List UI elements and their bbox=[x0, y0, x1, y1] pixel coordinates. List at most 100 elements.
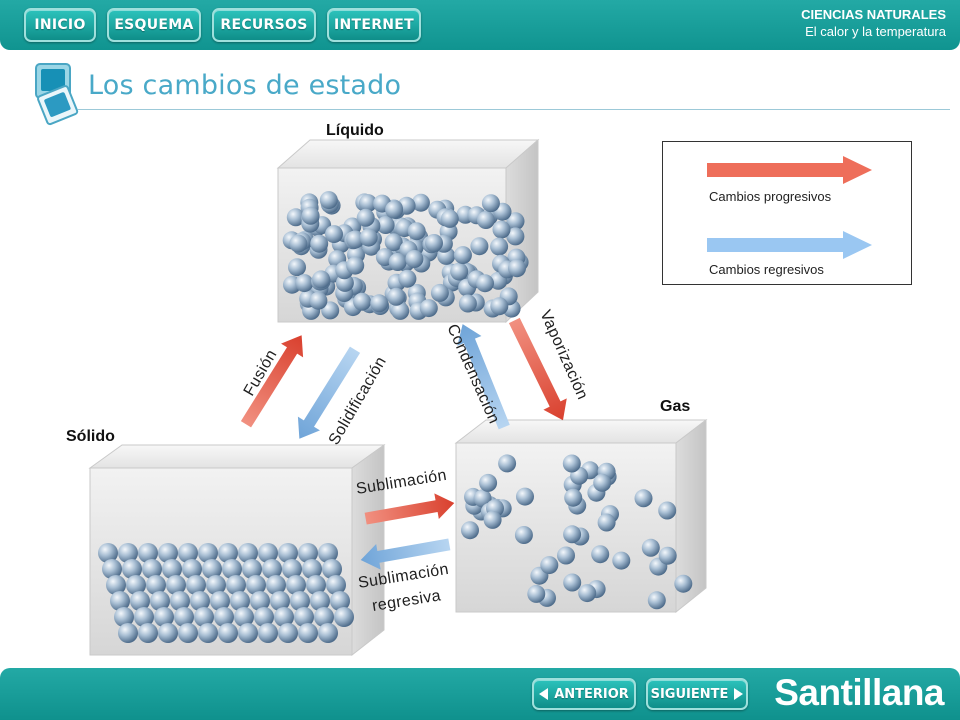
progressive-legend-arrow bbox=[707, 156, 872, 184]
condensation-arrow bbox=[457, 324, 510, 430]
particle bbox=[202, 559, 222, 579]
particle bbox=[578, 584, 597, 603]
particle bbox=[634, 489, 653, 508]
particle bbox=[490, 237, 509, 256]
particle bbox=[190, 591, 210, 611]
particle bbox=[298, 623, 318, 643]
particle bbox=[359, 194, 377, 213]
subject-header: CIENCIAS NATURALES El calor y la tempera… bbox=[801, 7, 946, 40]
particle bbox=[286, 575, 306, 595]
particle bbox=[158, 623, 178, 643]
particle bbox=[476, 274, 494, 293]
particle bbox=[210, 591, 230, 611]
particle bbox=[506, 227, 525, 246]
particle bbox=[481, 194, 500, 213]
reverse-sublimation-arrow bbox=[360, 538, 451, 570]
particle bbox=[214, 607, 234, 627]
particle bbox=[146, 575, 166, 595]
particle bbox=[126, 575, 146, 595]
solid-particles bbox=[98, 543, 354, 643]
arrow-left-icon bbox=[539, 688, 549, 700]
particle bbox=[262, 559, 282, 579]
particle bbox=[476, 211, 495, 229]
particle bbox=[314, 607, 334, 627]
topic-subtitle: El calor y la temperatura bbox=[805, 24, 946, 39]
particle bbox=[593, 473, 612, 492]
particle bbox=[270, 591, 290, 611]
particle bbox=[286, 208, 305, 227]
liquid-label: Líquido bbox=[326, 122, 384, 139]
particle bbox=[218, 543, 238, 563]
regressive-legend-label: Cambios regresivos bbox=[709, 262, 824, 277]
particle bbox=[98, 543, 118, 563]
inicio-button[interactable]: INICIO bbox=[24, 8, 96, 42]
particle bbox=[385, 200, 404, 219]
particle bbox=[658, 546, 677, 565]
internet-button[interactable]: INTERNET bbox=[327, 8, 421, 42]
particle bbox=[330, 591, 350, 611]
particle bbox=[258, 543, 278, 563]
particle bbox=[388, 253, 407, 271]
particle bbox=[346, 230, 365, 249]
particle bbox=[250, 591, 270, 611]
particle bbox=[479, 473, 498, 492]
regressive-legend-arrow bbox=[707, 231, 872, 259]
particle bbox=[391, 301, 410, 320]
particle bbox=[318, 623, 338, 643]
gas-label: Gas bbox=[660, 398, 690, 415]
top-navigation-bar: INICIO ESQUEMA RECURSOS INTERNET CIENCIA… bbox=[0, 0, 960, 50]
solid-box bbox=[88, 444, 386, 657]
particle bbox=[514, 526, 533, 544]
particle bbox=[295, 274, 314, 293]
particle bbox=[302, 559, 322, 579]
solidification-label: Solidificación bbox=[326, 354, 390, 448]
gas-box bbox=[454, 418, 708, 614]
particle bbox=[238, 543, 258, 563]
particle bbox=[238, 623, 258, 643]
liquid-particles bbox=[282, 191, 529, 320]
particle bbox=[370, 294, 389, 313]
particle bbox=[516, 487, 534, 506]
particle bbox=[166, 575, 186, 595]
recursos-button[interactable]: RECURSOS bbox=[212, 8, 316, 42]
particle bbox=[170, 591, 190, 611]
liquid-box bbox=[276, 138, 540, 324]
gas-particles bbox=[461, 454, 693, 610]
particle bbox=[150, 591, 170, 611]
particle bbox=[114, 607, 134, 627]
particle bbox=[506, 212, 525, 231]
particle bbox=[557, 546, 575, 565]
page-title: Los cambios de estado bbox=[88, 70, 402, 101]
fusion-arrow bbox=[240, 335, 304, 428]
particle bbox=[118, 623, 138, 643]
previous-button-label: ANTERIOR bbox=[554, 686, 629, 702]
particle bbox=[376, 216, 395, 234]
particle bbox=[312, 270, 331, 289]
particle bbox=[162, 559, 182, 579]
next-button[interactable]: SIGUIENTE bbox=[646, 678, 748, 710]
particle bbox=[222, 559, 242, 579]
particle bbox=[158, 543, 178, 563]
particle bbox=[230, 591, 250, 611]
section-icon bbox=[35, 63, 79, 126]
particle bbox=[290, 591, 310, 611]
particle bbox=[540, 556, 559, 575]
particle bbox=[110, 591, 130, 611]
particle bbox=[282, 559, 302, 579]
particle bbox=[134, 607, 154, 627]
particle bbox=[301, 206, 320, 225]
esquema-button[interactable]: ESQUEMA bbox=[107, 8, 201, 42]
bottom-navigation-bar: ANTERIOR SIGUIENTE Santillana bbox=[0, 668, 960, 720]
particle bbox=[278, 543, 298, 563]
particle bbox=[473, 489, 492, 508]
subject-title: CIENCIAS NATURALES bbox=[801, 7, 946, 22]
legend: Cambios progresivos Cambios regresivos bbox=[662, 141, 912, 285]
particle bbox=[461, 521, 479, 540]
particle bbox=[266, 575, 286, 595]
previous-button[interactable]: ANTERIOR bbox=[532, 678, 636, 710]
particle bbox=[398, 269, 417, 288]
particle bbox=[483, 510, 502, 529]
particle bbox=[294, 607, 314, 627]
particle bbox=[492, 220, 511, 239]
